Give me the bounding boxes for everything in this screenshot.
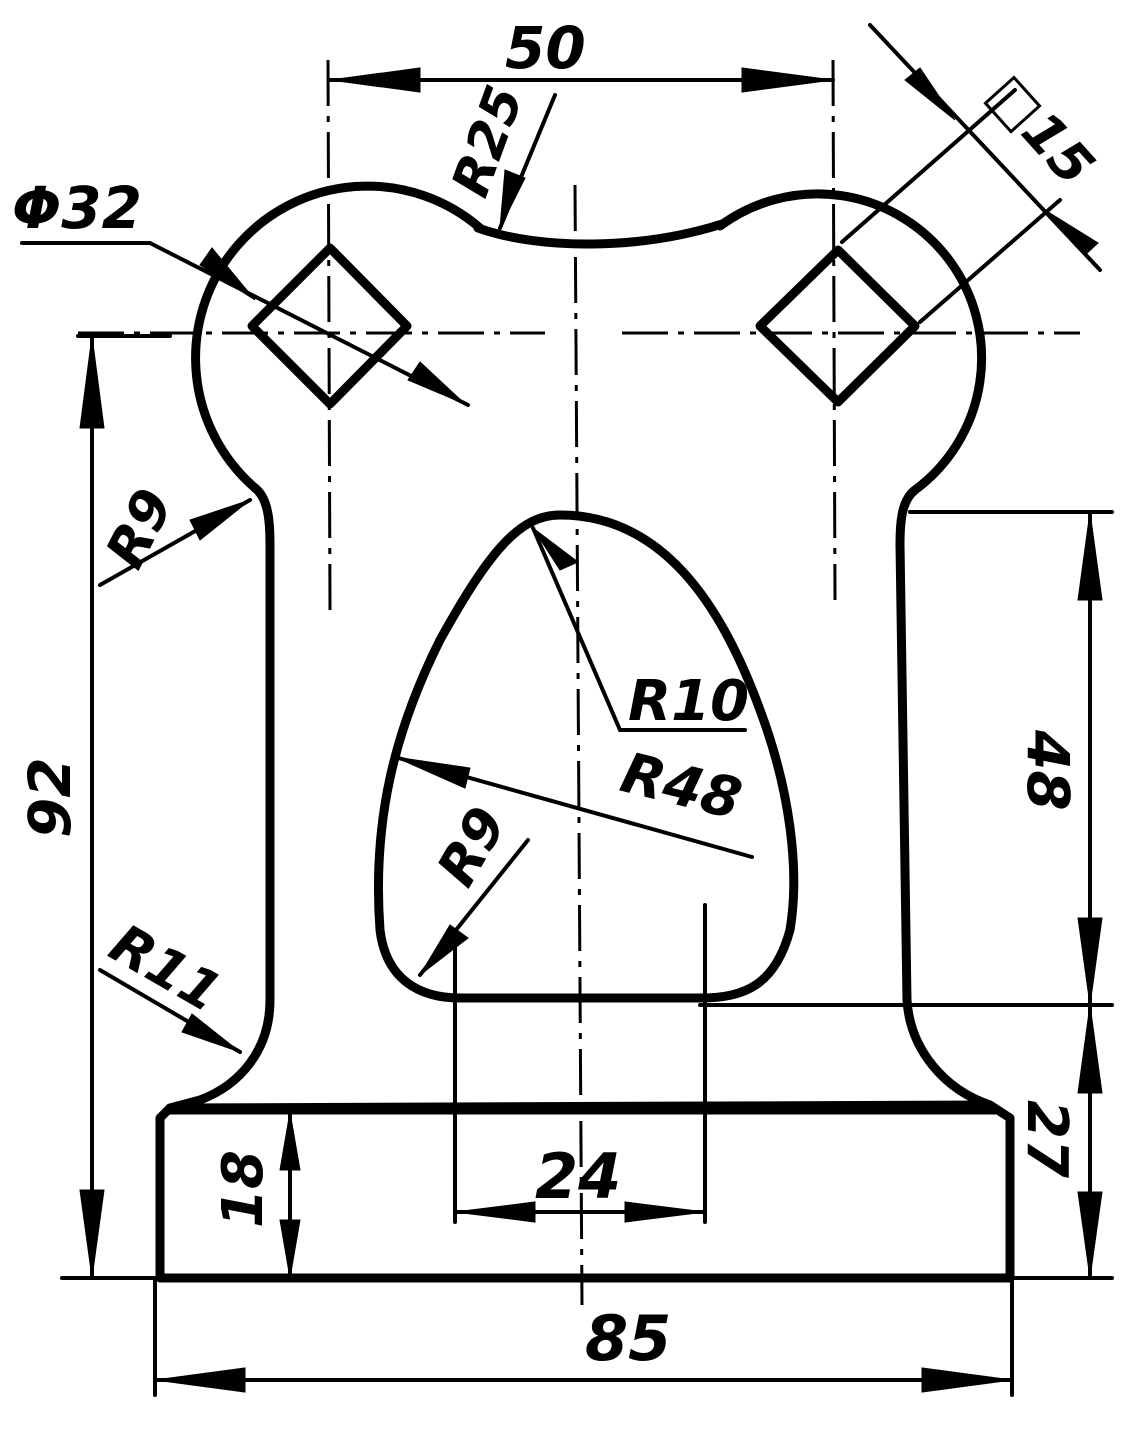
arrow-icon: [741, 67, 834, 93]
arrow-icon: [1077, 1191, 1103, 1279]
arrow-icon: [532, 527, 579, 571]
label-sq15: □15: [975, 62, 1106, 198]
arrow-icon: [499, 169, 526, 229]
arrow-icon: [1077, 1004, 1103, 1094]
arrow-icon: [624, 1201, 706, 1223]
left-body-side: [165, 483, 275, 1113]
right-body-side: [895, 485, 995, 1110]
label-92: 92: [16, 757, 84, 838]
neck-arc: [473, 219, 727, 249]
arrow-icon: [154, 1367, 246, 1393]
label-r48: R48: [615, 741, 748, 833]
arrow-icon: [1077, 511, 1103, 601]
label-24: 24: [535, 1140, 621, 1213]
dimension-lines: [20, 23, 1114, 1397]
arrow-icon: [279, 1111, 301, 1171]
arrow-icon: [419, 924, 469, 976]
right-boss-outline: [715, 189, 987, 495]
arrow-icon: [181, 1013, 241, 1053]
arrow-icon: [329, 67, 421, 93]
right-boss-vertical-centerline: [831, 59, 837, 601]
label-phi32: Φ32: [12, 174, 142, 242]
arrow-icon: [904, 67, 956, 121]
dim-r10-leader: [531, 526, 747, 732]
arrow-icon: [79, 335, 105, 429]
arrow-icon: [79, 1189, 105, 1279]
arrow-icon: [279, 1219, 301, 1279]
part-outline: [155, 181, 1015, 1283]
label-48: 48: [1014, 729, 1082, 811]
arrow-icon: [407, 361, 466, 405]
label-r10: R10: [628, 669, 749, 734]
label-r9-upper: R9: [93, 479, 185, 578]
main-vertical-centerline: [573, 184, 584, 1306]
arrow-icon: [921, 1367, 1013, 1393]
dimension-labels: 50 Φ32 R25 □15 R9 R10 R48 R9 R11 92 48 2…: [12, 14, 1107, 1375]
arrow-icon: [199, 247, 256, 301]
arrow-icon: [394, 756, 471, 789]
arrow-icon: [1044, 209, 1099, 256]
label-85: 85: [585, 1302, 671, 1375]
inner-cutout-outline: [373, 510, 799, 1003]
label-r9-inner: R9: [425, 796, 519, 896]
dim-sq15-ext-upper: [840, 88, 1017, 244]
arrow-icon: [1077, 917, 1103, 1006]
right-square-hole: [755, 245, 920, 407]
label-50: 50: [505, 14, 586, 82]
arrow-icon: [454, 1201, 536, 1223]
left-boss-outline: [191, 181, 485, 493]
label-18: 18: [211, 1150, 276, 1228]
arrow-icon: [189, 499, 251, 541]
dim-sq15-ext-lower: [918, 198, 1062, 324]
label-27: 27: [1014, 1100, 1079, 1178]
